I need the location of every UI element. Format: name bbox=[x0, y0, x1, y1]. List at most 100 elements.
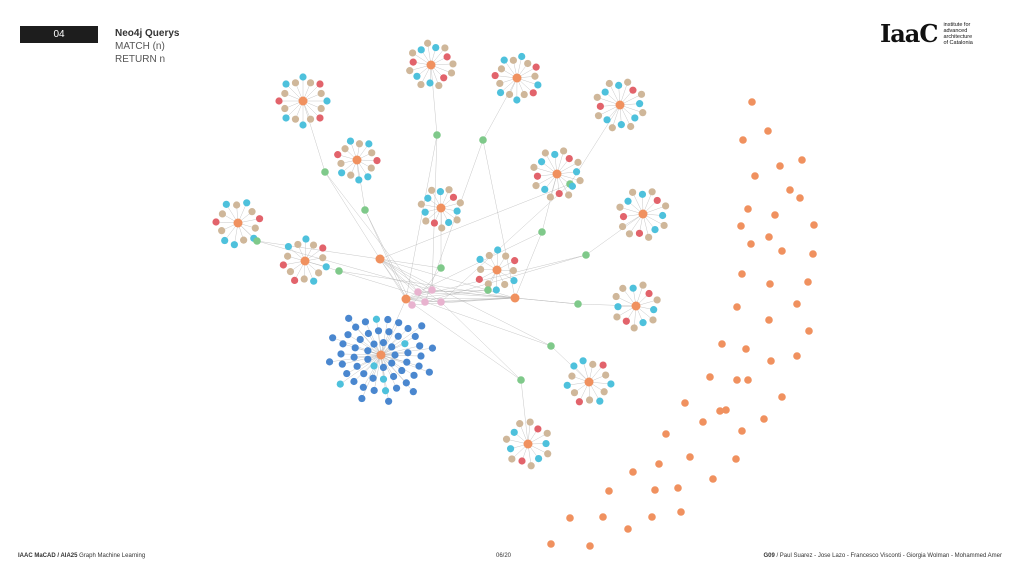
blue-node bbox=[350, 353, 358, 361]
leaf-node bbox=[618, 222, 627, 231]
leaf-node bbox=[636, 100, 644, 108]
page-title: Neo4j Querys bbox=[115, 28, 180, 39]
leaf-node bbox=[629, 188, 637, 196]
logo-text-line: institute for bbox=[943, 22, 971, 28]
leaf-node bbox=[291, 276, 299, 284]
leaf-node bbox=[602, 371, 610, 379]
leaf-node bbox=[438, 224, 446, 232]
leaf-node bbox=[484, 280, 492, 288]
leaf-node bbox=[534, 81, 542, 89]
leaf-node bbox=[533, 172, 542, 180]
leaf-node bbox=[449, 60, 457, 68]
isolated-node bbox=[738, 270, 746, 278]
leaf-node bbox=[509, 56, 517, 64]
isolated-node bbox=[767, 357, 775, 365]
footer-course-rest: Graph Machine Learning bbox=[77, 553, 146, 559]
graph-edge bbox=[380, 354, 420, 367]
isolated-node bbox=[718, 340, 726, 348]
leaf-node bbox=[600, 388, 608, 396]
leaf-node bbox=[341, 145, 349, 153]
isolated-node bbox=[651, 486, 659, 494]
leaf-node bbox=[319, 244, 327, 252]
leaf-node bbox=[355, 140, 364, 148]
blue-node bbox=[404, 349, 412, 357]
footer-course: IAAC MaCAD / AIA25 Graph Machine Learnin… bbox=[18, 553, 145, 559]
graph-edge bbox=[411, 297, 516, 306]
leaf-node bbox=[279, 261, 287, 269]
isolated-node bbox=[605, 487, 613, 495]
leaf-node bbox=[506, 445, 515, 453]
graph-edge bbox=[405, 289, 489, 300]
leaf-node bbox=[432, 43, 440, 52]
leaf-node bbox=[568, 182, 577, 190]
isolated-node bbox=[810, 221, 818, 229]
hub-node bbox=[638, 209, 648, 219]
graph-edge bbox=[550, 345, 590, 383]
leaf-node bbox=[221, 236, 229, 245]
leaf-node bbox=[491, 71, 499, 80]
leaf-node bbox=[531, 72, 539, 80]
graph-edge bbox=[324, 171, 419, 293]
footer-course-bold: IAAC MaCAD / AIA25 bbox=[18, 553, 78, 559]
leaf-node bbox=[649, 316, 657, 324]
leaf-node bbox=[619, 213, 628, 221]
leaf-node bbox=[456, 199, 464, 207]
leaf-node bbox=[542, 439, 550, 448]
leaf-node bbox=[543, 429, 551, 437]
blue-node bbox=[401, 340, 409, 348]
leaf-node bbox=[315, 269, 323, 277]
graph-edge bbox=[430, 64, 438, 136]
leaf-node bbox=[526, 418, 534, 426]
isolated-node bbox=[786, 186, 794, 194]
graph-edge bbox=[380, 328, 409, 356]
isolated-node bbox=[793, 352, 801, 360]
isolated-node bbox=[716, 407, 724, 415]
isolated-node bbox=[744, 376, 752, 384]
leaf-node bbox=[476, 255, 484, 264]
blue-node bbox=[418, 322, 426, 330]
link-node bbox=[433, 131, 441, 139]
blue-node bbox=[379, 375, 388, 383]
blue-node bbox=[361, 318, 370, 326]
leaf-node bbox=[248, 208, 256, 216]
blue-node bbox=[402, 379, 410, 387]
blue-node bbox=[370, 362, 378, 370]
leaf-node bbox=[492, 286, 500, 294]
leaf-node bbox=[291, 79, 300, 87]
blue-node bbox=[394, 332, 402, 340]
leaf-node bbox=[589, 360, 597, 368]
link-node bbox=[517, 376, 525, 384]
leaf-node bbox=[218, 227, 226, 235]
blue-node bbox=[364, 329, 373, 338]
hub-node bbox=[615, 100, 625, 110]
graph-edge bbox=[424, 301, 552, 347]
graph-edge bbox=[380, 319, 389, 356]
leaf-node bbox=[627, 122, 635, 131]
leaf-node bbox=[317, 89, 325, 98]
graph-edge bbox=[379, 258, 442, 269]
graph-edge bbox=[365, 321, 382, 356]
leaf-node bbox=[585, 396, 594, 404]
blue-node bbox=[389, 372, 398, 381]
leaf-node bbox=[275, 97, 283, 105]
leaf-node bbox=[413, 72, 421, 80]
leaf-node bbox=[510, 428, 518, 436]
link-node bbox=[582, 251, 590, 259]
leaf-node bbox=[230, 241, 238, 249]
graph-edge bbox=[364, 209, 407, 300]
isolated-node bbox=[751, 172, 759, 180]
blue-node bbox=[345, 314, 353, 322]
graph-edge bbox=[520, 379, 529, 445]
leaf-node bbox=[511, 257, 519, 265]
graph-edge bbox=[324, 171, 381, 260]
graph-edge bbox=[338, 270, 516, 299]
graph-edge bbox=[380, 354, 397, 389]
leaf-node bbox=[530, 163, 538, 171]
graph-edge bbox=[379, 258, 419, 293]
leaf-node bbox=[505, 90, 514, 99]
leaf-node bbox=[629, 284, 637, 292]
graph-edge bbox=[405, 134, 438, 300]
leaf-node bbox=[619, 284, 627, 292]
isolated-node bbox=[722, 406, 730, 414]
